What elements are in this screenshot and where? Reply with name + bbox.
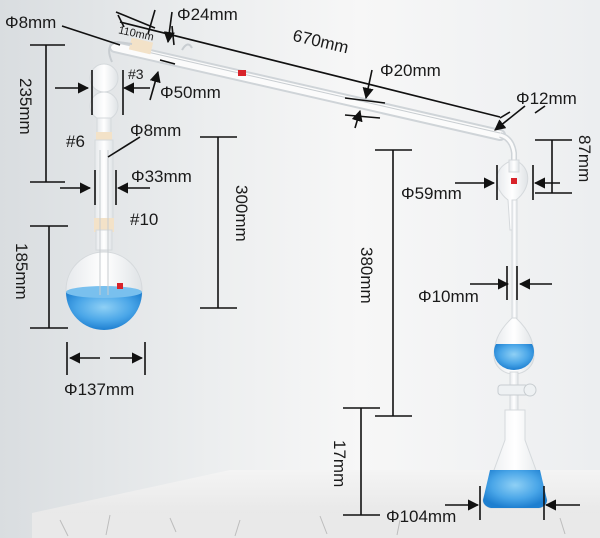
label-bulb-height: 235mm <box>16 78 35 135</box>
label-receiver-total-height: 380mm <box>357 247 376 304</box>
dimension-lines <box>30 9 580 520</box>
label-flask-height: 185mm <box>12 243 31 300</box>
label-stem-dia: Φ10mm <box>418 287 479 306</box>
label-stopcock-gap: 17mm <box>330 440 349 488</box>
label-joint-10: #10 <box>130 210 159 229</box>
label-receiver-dia: Φ59mm <box>401 184 462 203</box>
label-erlenmeyer-dia: Φ104mm <box>386 507 457 526</box>
label-joint-6: #6 <box>66 132 85 151</box>
condenser <box>109 37 517 173</box>
receiver <box>482 159 548 509</box>
label-top-tube-dia: Φ8mm <box>5 13 57 32</box>
label-column-dia: Φ33mm <box>131 167 192 186</box>
label-receiver-height: 87mm <box>575 135 594 183</box>
label-inlet-dia: Φ8mm <box>130 121 182 140</box>
label-condenser-dia: Φ20mm <box>380 61 441 80</box>
label-jacket-outer-dia: Φ24mm <box>177 5 238 24</box>
label-outlet-dia: Φ12mm <box>516 89 577 108</box>
left-column <box>65 40 143 330</box>
label-column-height: 300mm <box>232 185 251 242</box>
marble-table <box>32 470 600 538</box>
label-bulb-dia: Φ50mm <box>160 83 221 102</box>
label-joint-3: #3 <box>128 66 144 82</box>
label-flask-dia: Φ137mm <box>64 380 135 399</box>
